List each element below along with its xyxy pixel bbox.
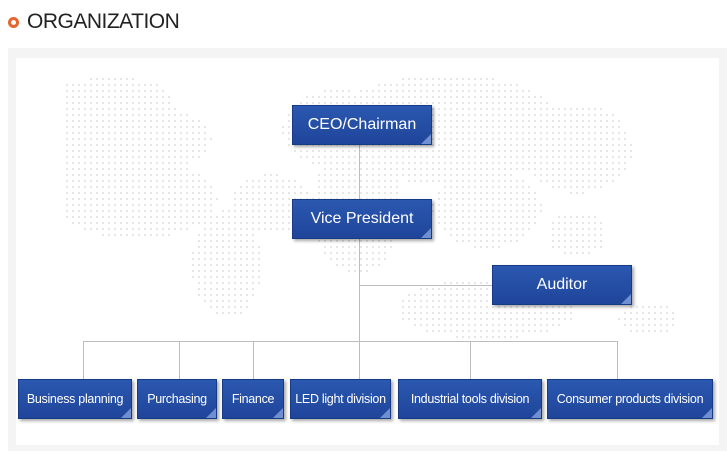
vice-president-box: Vice President xyxy=(292,199,432,239)
division-industrial-tools: Industrial tools division xyxy=(398,379,542,419)
ring-bullet-icon xyxy=(8,16,19,28)
page-header: ORGANIZATION xyxy=(8,8,180,36)
division-label: Consumer products division xyxy=(556,392,704,406)
auditor-label: Auditor xyxy=(536,276,588,293)
division-consumer-products: Consumer products division xyxy=(547,379,713,419)
ceo-label: CEO/Chairman xyxy=(307,116,417,133)
world-map-dots xyxy=(66,78,674,338)
division-label: Business planning xyxy=(26,392,124,406)
division-purchasing: Purchasing xyxy=(137,379,217,419)
org-chart-area: CEO/Chairman Vice President Auditor Busi… xyxy=(16,58,719,445)
division-label: Industrial tools division xyxy=(410,392,530,406)
division-label: LED light division xyxy=(295,392,386,406)
org-chart-panel: CEO/Chairman Vice President Auditor Busi… xyxy=(8,48,727,451)
division-label: Finance xyxy=(231,392,275,406)
ceo-box: CEO/Chairman xyxy=(292,105,432,145)
org-connector-lines xyxy=(83,144,618,380)
division-business-planning: Business planning xyxy=(18,379,132,419)
division-led-light: LED light division xyxy=(290,379,391,419)
division-finance: Finance xyxy=(222,379,284,419)
auditor-box: Auditor xyxy=(492,265,632,305)
page-title: ORGANIZATION xyxy=(27,10,180,33)
vice-president-label: Vice President xyxy=(310,210,414,227)
division-label: Purchasing xyxy=(147,392,207,406)
